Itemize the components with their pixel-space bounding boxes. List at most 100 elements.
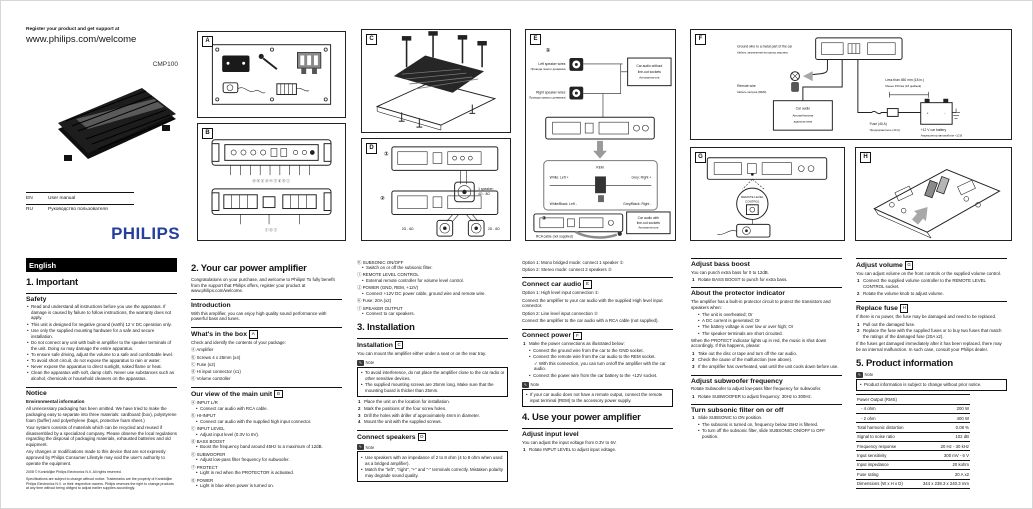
step-item: Slide SUBSONIC to ON position. [692,415,763,421]
step-item: Connect the supplied volume controller t… [857,278,986,289]
spec-value: 20 Hz - 30 kHz [940,443,969,449]
spec-label: Frequency response [857,443,897,449]
subsonic-bullet: To turn off the subsonic filter, slide S… [697,428,842,439]
installation-heading: Installation [357,341,393,349]
hi-input-connector-item [276,83,310,96]
spec-value: 300 mV - 6 V [943,453,969,459]
subsonic-bullets: The subsonic is turned on, frequency bel… [697,422,842,440]
power-check-line: ✓ With this connection, you can turn on/… [534,360,666,372]
note-bullet: Use speakers with an impedance of 2 to 8… [360,455,505,466]
remote-volume-diagram: REMOTE LEVEL CONTROL [706,157,828,238]
note-bullet: If your car audio does not have a remote… [525,392,670,403]
remote-label-ru: Кабель запуска (REM) [737,90,766,94]
pull-arrow [911,207,928,225]
spec-table: Power Output (RMS) - 4 ohm 200 W - 2 ohm… [856,394,970,489]
unit-item-label: ⓓ BASS BOOST [191,438,225,444]
front-callout-markers: ⓐ ⓑ ⓒ ⓓ ⓔ ⓕ ⓖ ⓗ ⓘ [252,178,290,183]
introduction-text: With this amplifier, you can enjoy high … [191,310,327,322]
pin-greyblack-right: Grey/Black: Right - [623,202,651,206]
car-audio-line3: аудиосистема [794,119,813,123]
box-lead-text: Check and identify the contents of your … [191,340,286,346]
spec-row: Input sensitivity 300 mV - 6 V [856,451,970,461]
note-icon: ✎ [357,359,364,366]
panel-f-connect-power: F Ground wire to a metal part of the car… [690,29,1012,140]
safety-bullet: To ensure safe driving, adjust the volum… [26,352,177,358]
column-connections: Option 1: Mono bridged mode: connect 1 s… [522,258,673,506]
spec-label: Dimensions (W x H x D) [857,481,903,487]
speaker-left [436,219,454,237]
subwoofer-steps: Rotate SUBWOOFER to adjust frequency: 30… [691,394,842,400]
unit-item: ⓓ BASS BOOST Boost the frequency band ar… [191,439,342,450]
power-steps: Make the power connections as illustrate… [522,341,673,347]
main-unit-diagram: ⓐ ⓑ ⓒ ⓓ ⓔ ⓕ ⓖ ⓗ ⓘ ⓙ ⓚ ⓛ [211,139,332,232]
section-2-heading: 2. Your car power amplifier [191,263,307,274]
amplifier-item [222,55,250,73]
fuse-text-2: If the fuses get damaged immediately aft… [856,341,1002,352]
panel-c-label: C [366,34,377,45]
speaker1-label-line2: 4Ω - 8Ω [478,192,490,196]
audio-option-1-text: Connect the amplifier to your car audio … [522,297,663,309]
subwoofer-heading: Adjust subwoofer frequency [691,377,783,385]
protector-text: The amplifier has a built-in protector c… [691,298,831,310]
speaker-option-1: Option 1: Mono bridged mode: connect 1 s… [522,259,624,265]
unit-item: ⓖ POWER Light in blue when power is turn… [191,478,342,489]
distance-bracket [889,91,929,98]
safety-bullet: To avoid short circuit, do not expose th… [26,358,177,364]
power-bullet: Connect the power wire from the car batt… [528,373,673,379]
panel-b-label: B [202,128,213,139]
step-item: Take out the disc or tape and turn off t… [692,350,798,356]
panel-b-unit-views: B ⓐ ⓑ ⓒ ⓓ ⓔ ⓕ ⓖ ⓗ ⓘ [197,123,346,241]
panel-a-whats-in-box: A [197,31,346,118]
spec-value: 400 W [956,415,969,421]
unit-item-desc: Connect car audio with RCA cable. [191,406,342,412]
spec-row: Signal to noise ratio 102 dB [856,433,970,443]
distance-label-en: Less than 450 mm (18 in.) [885,78,924,82]
note-label: Note [365,444,375,450]
note-tag: ✎ Note [522,381,673,388]
box1-line1: Car audio without [636,64,662,68]
fuse-replacement-diagram [873,168,1001,239]
box-item: ⓐ Amplifier [191,347,214,353]
unit-item: ⓕ PROTECT Light in red when the PROTECTO… [191,465,342,476]
connect-car-audio-heading: Connect car audio [522,281,582,289]
unit-item: ⓙ POWER (GND, REM, +12V) Connect +12V DC… [357,285,508,296]
spec-value: 200 W [956,406,969,412]
bass-boost-heading: Adjust bass boost [691,261,750,268]
panel-b-ref: B [274,389,283,399]
panel-h-ref: H [899,304,909,313]
note-icon: ✎ [522,381,529,388]
amplifier-front-2 [533,213,624,233]
section-1-heading: 1. Important [26,277,78,288]
panel-e-connect-car-audio: E ① Left speaker wires Провода левого ди… [525,29,676,241]
whats-in-box-heading: What's in the box [191,330,247,338]
spec-row: - 2 ohm 400 W [856,414,970,424]
column-your-amplifier: 2. Your car power amplifier Congratulati… [191,258,342,506]
input-level-steps: Rotate INPUT LEVEL to adjust input volta… [522,447,673,453]
mounting-screws [401,31,487,68]
safety-bullet: Read and understand all instructions bef… [26,304,177,321]
subsonic-bullet: The subsonic is turned on, frequency bel… [697,422,842,428]
amplifier-photo-art [58,88,176,161]
panel-g-volume-control: G REMOTE LEVEL CONTROL [690,147,845,241]
notice-heading: Notice [26,389,47,397]
unit-item-desc: Connect +12V DC power cable, ground wire… [357,291,508,297]
left-speaker-icon [569,58,584,71]
battery: +- [920,98,953,125]
note-label: Note [365,360,375,366]
speaker-wiring-diagram: ① 1 speaker: 4Ω - 8Ω ② [380,146,500,237]
protector-bullet: The battery voltage is over low or over … [697,324,842,330]
car-audio-box [772,100,833,131]
section-5-heading: 5. Product information [856,357,953,369]
battery-label-en: +12 V car battery [921,128,947,132]
unit-item-label: ⓖ POWER [191,477,214,483]
spec-row: Input impedance 20 kohm [856,461,970,471]
spec-label: - 2 ohm [861,415,876,421]
screw-item [258,53,278,70]
fuse-text: If there is no power, the fuse may be da… [856,314,997,320]
model-number: CMP100 [152,61,178,68]
subsonic-heading: Turn subsonic filter on or off [691,407,784,415]
box-item: ⓓ Hi input connector (x1) [191,368,241,374]
fuse-item [297,52,322,75]
box-item: ⓔ Volume controller [191,376,231,382]
